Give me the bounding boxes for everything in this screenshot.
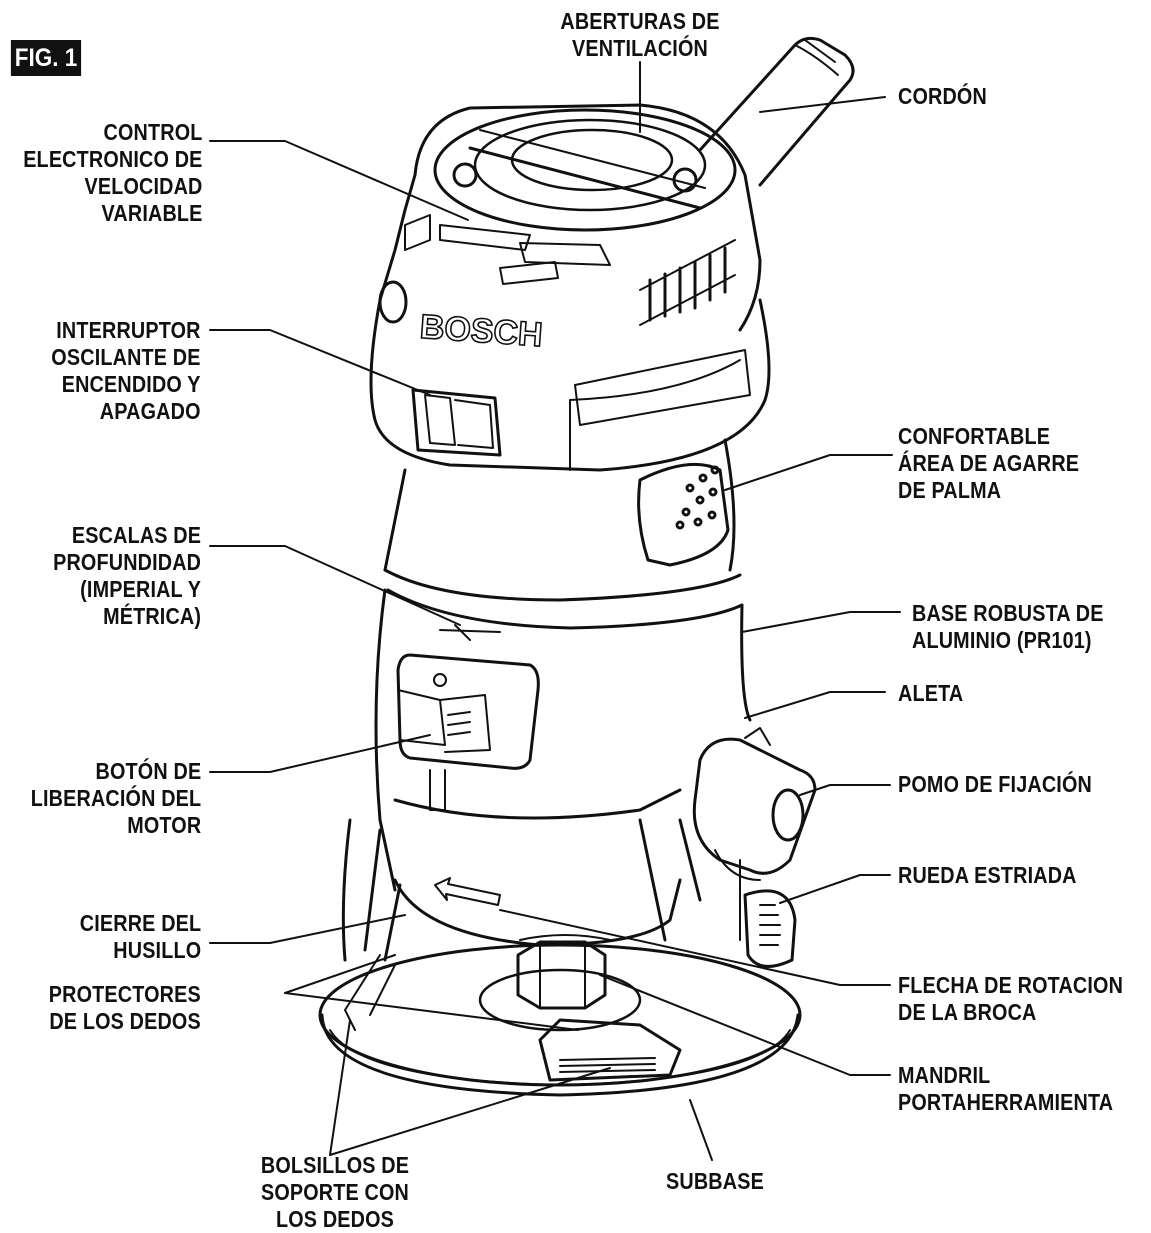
bosch-logo: BOSCH bbox=[419, 308, 544, 354]
knurled-wheel-drawing bbox=[739, 859, 797, 968]
motor-cap-drawing bbox=[378, 103, 762, 332]
label-spindle-lock: CIERRE DEL HUSILLO bbox=[79, 910, 201, 963]
label-collet: MANDRIL PORTAHERRAMIENTA bbox=[898, 1062, 1114, 1115]
label-rocker-switch: INTERRUPTOR OSCILANTE DE ENCENDIDO Y APA… bbox=[51, 317, 201, 424]
rocker-switch-drawing bbox=[411, 388, 502, 457]
label-knurled-wheel: RUEDA ESTRIADA bbox=[898, 862, 1077, 888]
collet-drawing bbox=[516, 934, 611, 1010]
label-clamp-knob: POMO DE FIJACIÓN bbox=[898, 771, 1092, 797]
grip-area-drawing bbox=[383, 438, 736, 572]
leader-lines bbox=[209, 61, 901, 1161]
label-finger-pockets: BOLSILLOS DE SOPORTE CON LOS DEDOS bbox=[260, 1152, 410, 1232]
label-subbase: SUBBASE bbox=[666, 1168, 764, 1194]
label-finger-guards: PROTECTORES DE LOS DEDOS bbox=[48, 981, 201, 1034]
label-speed-control: CONTROL ELECTRONICO DE VELOCIDAD VARIABL… bbox=[23, 119, 203, 226]
motor-release-button-drawing bbox=[396, 653, 540, 811]
label-fin: ALETA bbox=[898, 680, 964, 706]
cord-drawing bbox=[698, 36, 855, 187]
motor-body-drawing bbox=[369, 280, 771, 472]
label-palm-grip: CONFORTABLE ÁREA DE AGARRE DE PALMA bbox=[898, 423, 1080, 503]
clamp-knob-drawing bbox=[692, 727, 817, 881]
label-aluminum-base: BASE ROBUSTA DE ALUMINIO (PR101) bbox=[912, 600, 1104, 653]
figure-badge: FIG. 1 bbox=[10, 40, 82, 76]
base-housing-drawing bbox=[374, 568, 752, 892]
label-depth-scales: ESCALAS DE PROFUNDIDAD (IMPERIAL Y MÉTRI… bbox=[52, 522, 201, 629]
label-motor-release: BOTÓN DE LIBERACIÓN DEL MOTOR bbox=[30, 758, 201, 838]
label-vents: ABERTURAS DE VENTILACIÓN bbox=[560, 8, 720, 61]
label-cord: CORDÓN bbox=[898, 83, 987, 109]
label-rotation-arrow: FLECHA DE ROTACION DE LA BROCA bbox=[898, 972, 1124, 1025]
finger-pockets-drawing bbox=[344, 954, 682, 1082]
